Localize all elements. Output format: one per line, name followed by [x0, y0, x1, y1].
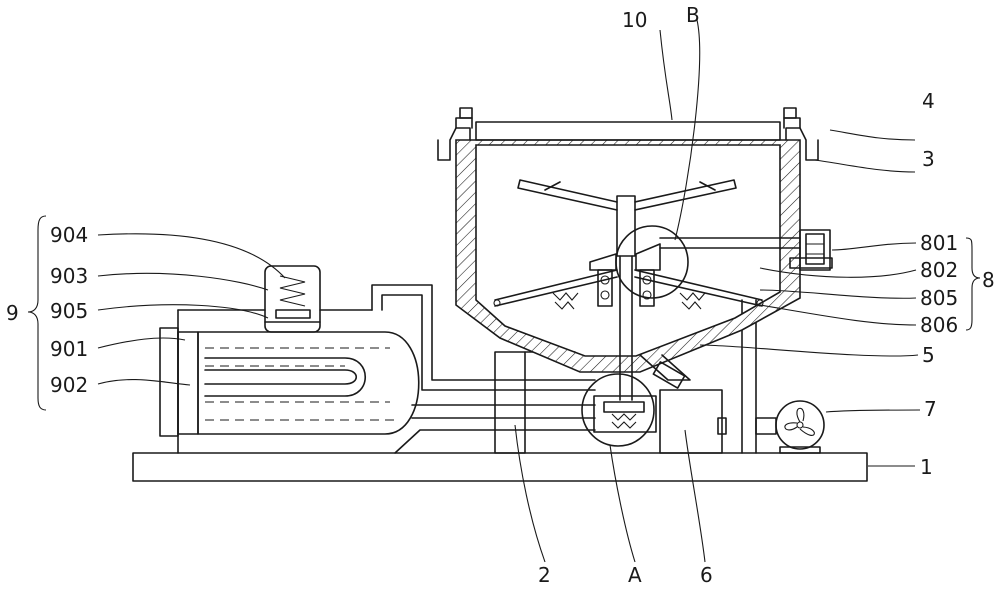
stirrer-paddles [517, 179, 737, 211]
label-903: 903 [50, 264, 88, 288]
label-8: 8 [982, 268, 995, 292]
label-2: 2 [538, 563, 551, 587]
label-902: 902 [50, 373, 88, 397]
collection-box [659, 389, 727, 454]
label-10: 10 [622, 8, 647, 32]
label-a: A [628, 563, 642, 587]
label-806: 806 [920, 313, 958, 337]
gear-assembly [589, 243, 661, 307]
relief-valve [264, 265, 321, 333]
heat-exchanger [159, 327, 420, 437]
label-904: 904 [50, 223, 88, 247]
drive-motor [789, 229, 833, 271]
brace-8 [965, 237, 981, 331]
spring-box [593, 395, 657, 433]
label-1: 1 [920, 455, 933, 479]
label-4: 4 [922, 89, 935, 113]
connecting-pipes [371, 284, 596, 454]
label-905: 905 [50, 299, 88, 323]
label-802: 802 [920, 258, 958, 282]
detail-circle-a [581, 373, 655, 447]
label-805: 805 [920, 286, 958, 310]
brace-9 [27, 215, 47, 411]
sieve-plate [493, 269, 764, 307]
label-7: 7 [924, 397, 937, 421]
tank-shell [455, 139, 801, 373]
fan [755, 400, 825, 454]
label-b: B [686, 3, 700, 27]
leader-lines [97, 19, 921, 563]
detail-circle-b [615, 225, 689, 299]
support-column [494, 351, 576, 454]
label-5: 5 [922, 343, 935, 367]
label-9: 9 [6, 301, 19, 325]
outlet-pipe [639, 354, 691, 389]
label-3: 3 [922, 147, 935, 171]
label-6: 6 [700, 563, 713, 587]
label-901: 901 [50, 337, 88, 361]
label-801: 801 [920, 231, 958, 255]
base-plate [132, 452, 868, 482]
drive-rod [659, 237, 801, 249]
plate-springs [552, 292, 706, 310]
tank-lid [437, 107, 819, 161]
